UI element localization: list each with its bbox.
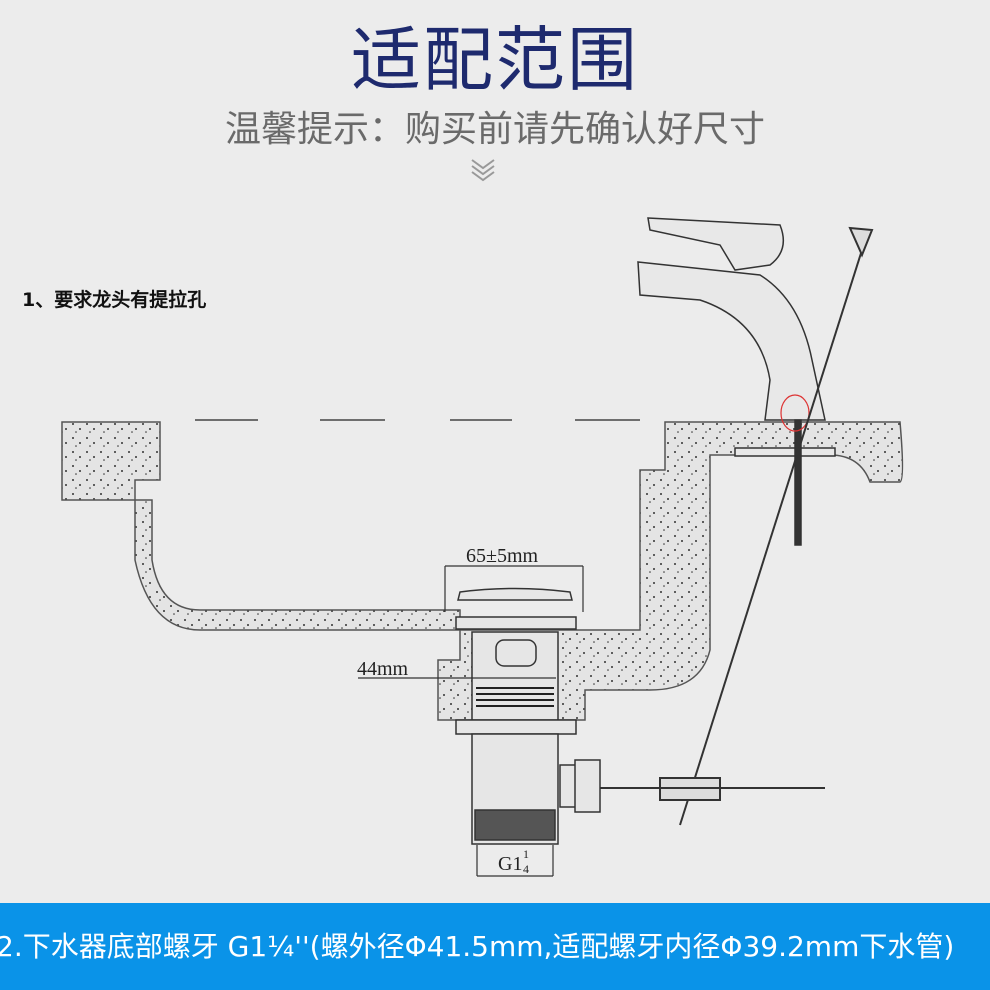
requirement-note: 1、要求龙头有提拉孔 (22, 289, 207, 311)
basin-section (61, 421, 904, 721)
banner-text: 2.下水器底部螺牙 G1¼''(螺外径Φ41.5mm,适配螺牙内径Φ39.2mm… (0, 930, 955, 963)
pull-rod (600, 226, 874, 826)
faucet (637, 217, 836, 546)
page-title: 适配范围 (351, 19, 639, 101)
dimension-mid-label: 44mm (357, 658, 409, 680)
page-subtitle: 温馨提示：购买前请先确认好尺寸 (224, 109, 765, 150)
highlight-circle (780, 394, 810, 432)
dimension-thread-den: 4 (523, 862, 529, 876)
thread-spec-banner: 2.下水器底部螺牙 G1¼''(螺外径Φ41.5mm,适配螺牙内径Φ39.2mm… (0, 903, 990, 990)
drain-thread (476, 687, 554, 707)
dimension-top-label: 65±5mm (466, 545, 539, 567)
chevron-down-icon (471, 159, 495, 182)
dimension-thread-label: G1 (498, 853, 522, 875)
dimension-lines (358, 565, 584, 877)
sink-drain-diagram: 65±5mm 44mm G1 1 4 (61, 217, 904, 877)
dimension-thread-num: 1 (523, 847, 529, 861)
